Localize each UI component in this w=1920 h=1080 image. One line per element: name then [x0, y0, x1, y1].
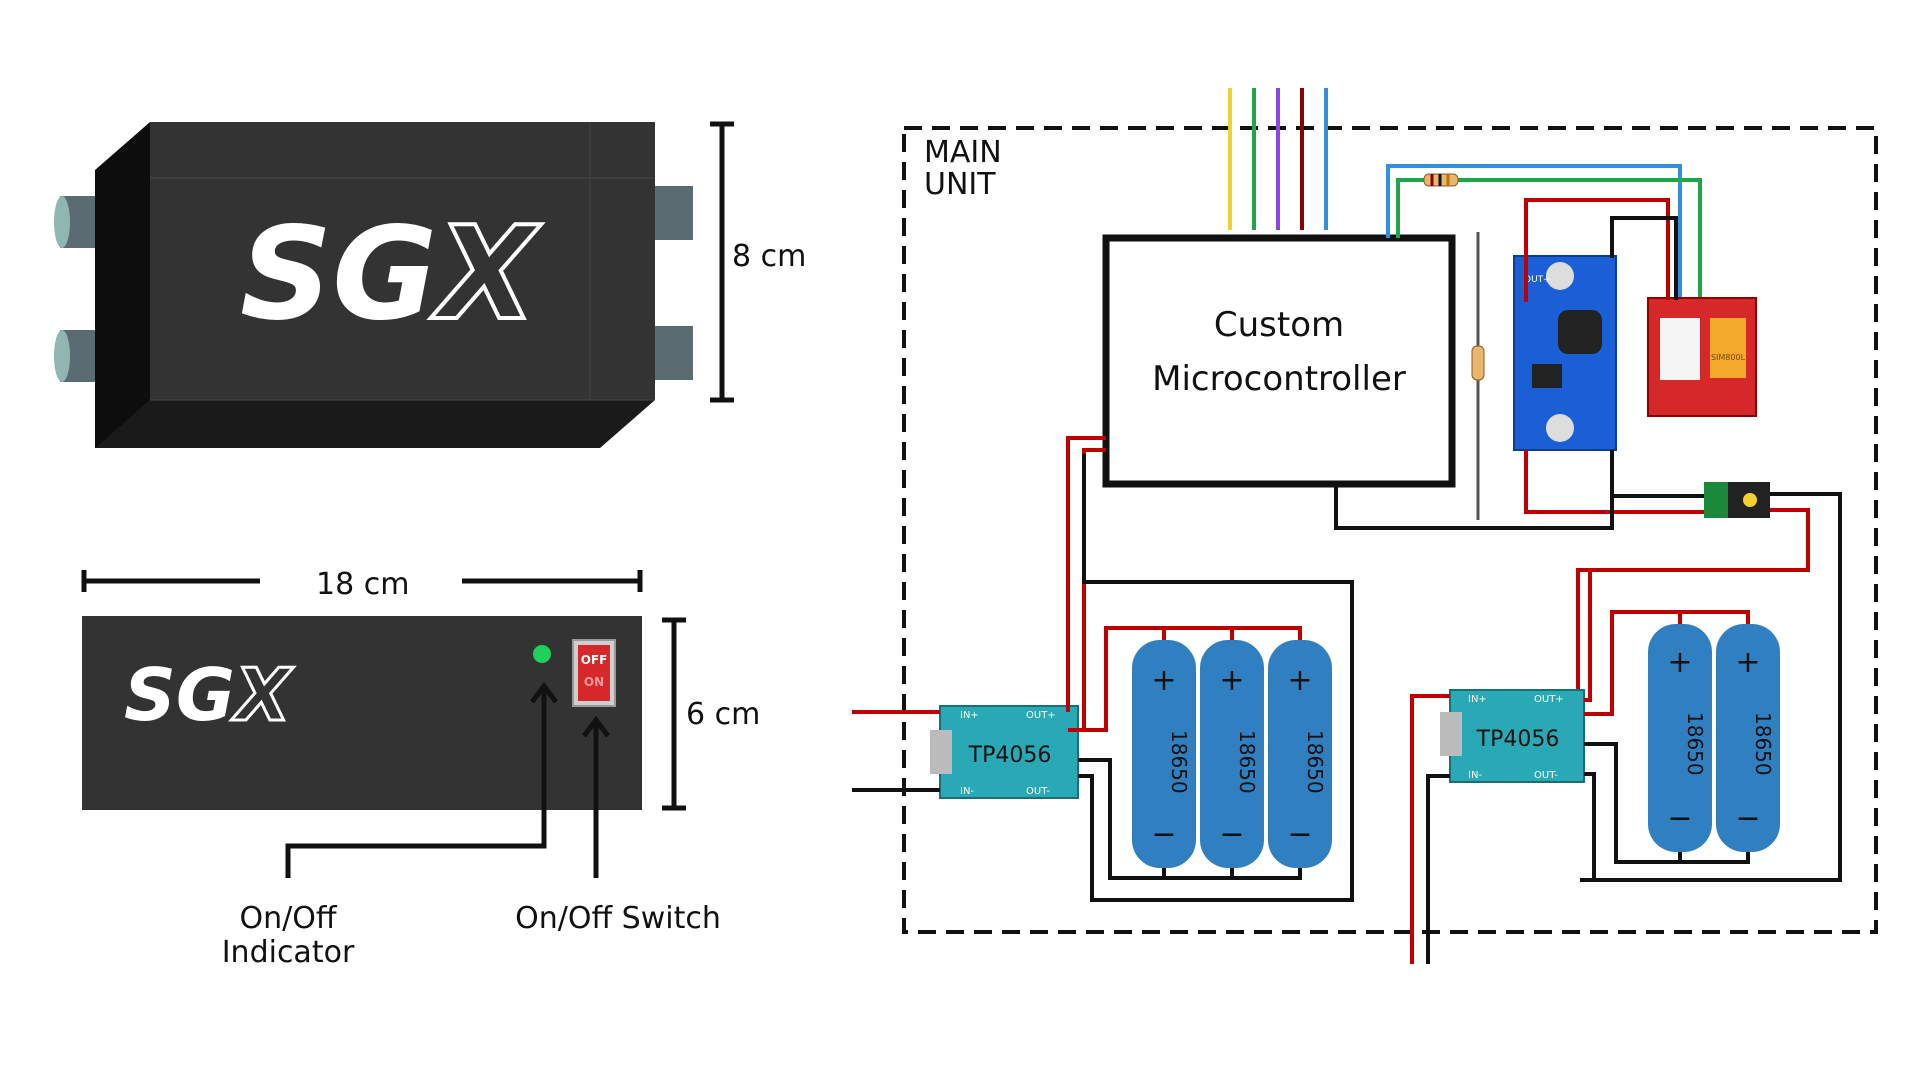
tp4056-charger-right: TP4056 IN+ IN- OUT+ OUT-: [1440, 689, 1585, 783]
svg-text:−: −: [1287, 817, 1312, 852]
dc-barrel-jack: [1704, 482, 1770, 518]
enclosure-bottom-face: [95, 400, 655, 448]
svg-text:+: +: [1219, 663, 1244, 698]
battery-group-left: + − 18650 + − 18650 + − 18650: [1132, 640, 1332, 868]
enclosure-front-face: [150, 122, 655, 400]
indicator-callout-arrow: [285, 681, 558, 878]
svg-text:+: +: [1151, 663, 1176, 698]
svg-text:+: +: [1735, 645, 1760, 680]
power-wiring-upper: [1334, 198, 1842, 882]
power-wiring-lower: [852, 436, 1750, 964]
svg-text:18650: 18650: [1167, 730, 1191, 794]
buck-converter-module: OUT+: [1513, 255, 1617, 451]
external-signal-wires: [1228, 88, 1328, 230]
svg-text:18650: 18650: [1751, 712, 1775, 776]
svg-text:IN+: IN+: [1468, 694, 1487, 705]
svg-text:SIM800L: SIM800L: [1711, 353, 1746, 362]
svg-text:OUT+: OUT+: [1534, 694, 1564, 705]
svg-text:TP4056: TP4056: [1476, 727, 1560, 752]
height-label: 8 cm: [732, 239, 806, 274]
battery-right-1: + − 18650: [1648, 624, 1712, 852]
svg-text:+: +: [1667, 645, 1692, 680]
resistor-top: [1423, 173, 1459, 187]
mcu-label-line2: Microcontroller: [1152, 359, 1406, 399]
mcu-label-line1: Custom: [1214, 305, 1344, 345]
on-off-indicator-led: [533, 645, 551, 663]
main-unit-label-line1: MAIN: [924, 135, 1002, 170]
svg-text:OUT+: OUT+: [1026, 710, 1056, 721]
battery-left-2: + − 18650: [1200, 640, 1264, 868]
height-dimension: [710, 121, 734, 403]
tp4056-charger-left: TP4056 IN+ IN- OUT+ OUT-: [930, 705, 1079, 799]
svg-text:18650: 18650: [1303, 730, 1327, 794]
switch-label: On/Off Switch: [515, 901, 721, 936]
svg-text:−: −: [1667, 801, 1692, 836]
length-label: 18 cm: [316, 567, 409, 602]
svg-text:OUT+: OUT+: [1524, 275, 1551, 285]
main-unit-boundary: [902, 126, 1878, 934]
svg-text:−: −: [1735, 801, 1760, 836]
svg-text:IN-: IN-: [1468, 770, 1482, 781]
switch-callout-arrow: [582, 715, 610, 878]
front-height-label: 6 cm: [686, 697, 760, 732]
svg-text:−: −: [1151, 817, 1176, 852]
brand-logo-small: SGX: [124, 653, 294, 737]
battery-group-right: + − 18650 + − 18650: [1648, 624, 1780, 852]
indicator-label-line2: Indicator: [222, 935, 355, 970]
svg-text:IN-: IN-: [960, 786, 974, 797]
brand-logo-large: SGX: [240, 200, 541, 349]
svg-text:OUT-: OUT-: [1534, 770, 1558, 781]
battery-left-3: + − 18650: [1268, 640, 1332, 868]
svg-text:OFF: OFF: [581, 653, 608, 667]
svg-text:ON: ON: [584, 675, 604, 689]
right-connector-top: [655, 186, 693, 240]
svg-text:TP4056: TP4056: [968, 743, 1052, 768]
svg-text:IN+: IN+: [960, 710, 979, 721]
svg-text:+: +: [1287, 663, 1312, 698]
svg-text:18650: 18650: [1235, 730, 1259, 794]
custom-microcontroller: [1102, 234, 1456, 488]
svg-text:OUT-: OUT-: [1026, 786, 1050, 797]
mcu-gsm-wires: [1386, 164, 1702, 300]
resistor-vertical: [1471, 232, 1485, 520]
gsm-sim800l-module: SIM800L: [1647, 297, 1757, 417]
enclosure-side-face: [95, 122, 150, 448]
battery-left-1: + − 18650: [1132, 640, 1196, 868]
enclosure-3d-view: SGX: [54, 122, 693, 448]
main-unit-label-line2: UNIT: [924, 167, 996, 202]
front-height-dimension: [662, 617, 686, 811]
on-off-switch: OFF ON: [572, 639, 616, 707]
svg-text:18650: 18650: [1683, 712, 1707, 776]
svg-text:−: −: [1219, 817, 1244, 852]
battery-right-2: + − 18650: [1716, 624, 1780, 852]
right-connector-bottom: [655, 326, 693, 380]
indicator-label-line1: On/Off: [239, 901, 337, 936]
length-dimension: [81, 570, 643, 592]
